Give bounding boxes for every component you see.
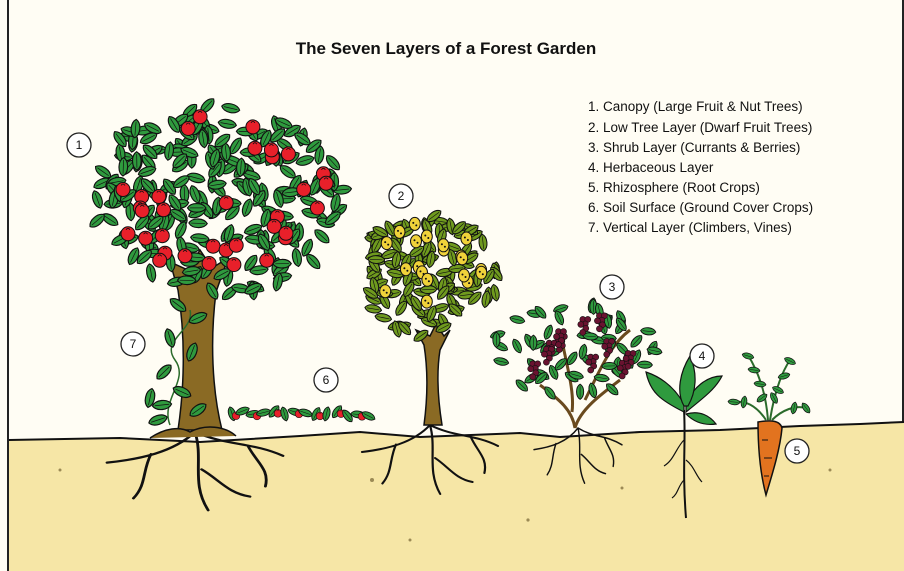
apple	[178, 249, 192, 263]
apple	[227, 258, 241, 272]
pear	[461, 232, 472, 245]
pear	[409, 217, 420, 230]
apple	[181, 122, 195, 136]
marker-2: 2	[389, 184, 413, 208]
pear	[400, 263, 411, 276]
leaf	[577, 384, 584, 399]
apple	[139, 231, 153, 245]
apple	[310, 201, 324, 215]
legend-item-soil-surface: 6. Soil Surface (Ground Cover Crops)	[588, 200, 813, 215]
apple	[155, 229, 169, 243]
svg-text:2: 2	[398, 189, 405, 203]
marker-6: 6	[314, 368, 338, 392]
marker-5: 5	[785, 439, 809, 463]
apple	[229, 238, 243, 252]
apple	[135, 204, 149, 218]
marker-7: 7	[121, 332, 145, 356]
svg-text:5: 5	[794, 444, 801, 458]
svg-text:1: 1	[76, 138, 83, 152]
apple	[248, 141, 262, 155]
leaf	[493, 332, 500, 347]
pear	[459, 269, 470, 282]
apple	[279, 226, 293, 240]
apple	[206, 239, 220, 253]
legend-item-shrub: 3. Shrub Layer (Currants & Berries)	[588, 140, 800, 155]
pear	[381, 237, 392, 250]
leaf	[602, 362, 617, 369]
pear	[457, 252, 468, 265]
pear	[411, 235, 422, 248]
legend-item-low-tree: 2. Low Tree Layer (Dwarf Fruit Trees)	[588, 120, 812, 135]
apple	[116, 183, 130, 197]
diagram-title: The Seven Layers of a Forest Garden	[296, 39, 596, 58]
marker-4: 4	[690, 344, 714, 368]
legend-item-vertical: 7. Vertical Layer (Climbers, Vines)	[588, 220, 792, 235]
legend-item-rhizosphere: 5. Rhizosphere (Root Crops)	[588, 180, 760, 195]
legend-item-canopy: 1. Canopy (Large Fruit & Nut Trees)	[588, 99, 803, 114]
leaf	[132, 152, 141, 171]
apple	[281, 147, 295, 161]
pear	[438, 239, 449, 252]
leaf	[188, 204, 206, 213]
apple	[297, 182, 311, 196]
marker-3: 3	[600, 275, 624, 299]
marker-1: 1	[67, 133, 91, 157]
svg-text:7: 7	[130, 337, 137, 351]
pear	[394, 225, 405, 238]
apple	[264, 143, 278, 157]
leaf	[530, 335, 537, 350]
apple	[219, 196, 233, 210]
legend-item-herbaceous: 4. Herbaceous Layer	[588, 160, 714, 175]
leaf	[177, 276, 196, 285]
apple	[153, 253, 167, 267]
svg-text:6: 6	[323, 373, 330, 387]
apple	[246, 120, 260, 134]
pear	[422, 273, 433, 286]
pear	[421, 295, 432, 308]
pear	[421, 230, 432, 243]
apple	[121, 227, 135, 241]
apple	[157, 203, 171, 217]
leaf	[273, 259, 292, 268]
apple	[193, 110, 207, 124]
pear	[476, 266, 487, 279]
apple	[260, 253, 274, 267]
apple	[319, 176, 333, 190]
svg-text:3: 3	[609, 280, 616, 294]
pear	[380, 285, 391, 298]
apple	[202, 257, 216, 271]
apple	[152, 190, 166, 204]
svg-text:4: 4	[699, 349, 706, 363]
